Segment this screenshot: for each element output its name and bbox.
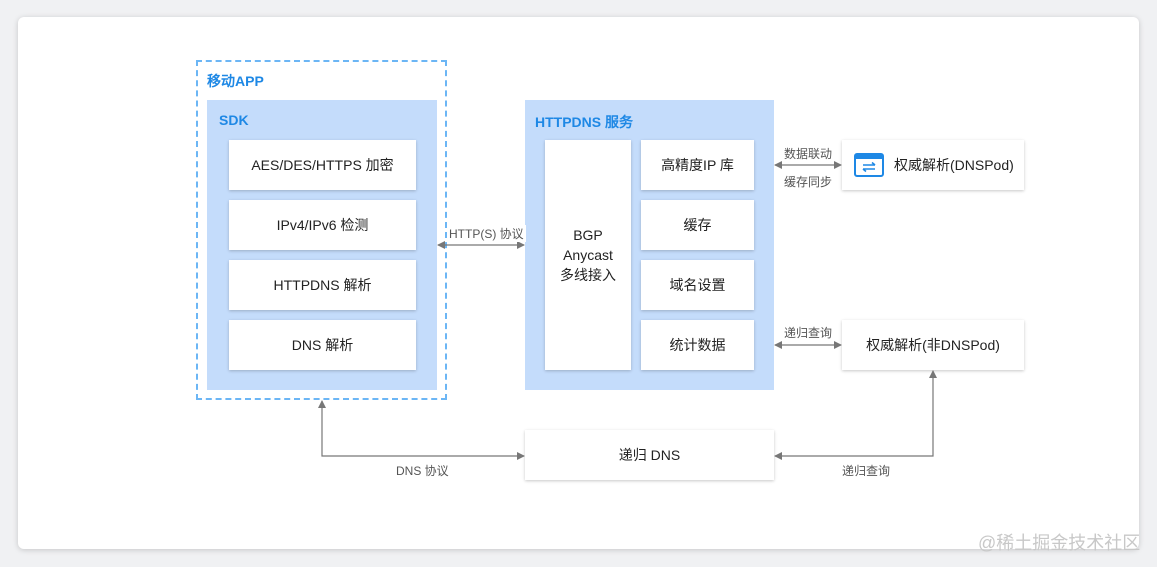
label-http-protocol: HTTP(S) 协议 <box>447 225 526 242</box>
label-dns-protocol: DNS 协议 <box>394 462 451 479</box>
sdk-item-encryption: AES/DES/HTTPS 加密 <box>229 140 416 190</box>
bgp-line-3: 多线接入 <box>560 267 616 283</box>
watermark: @稀土掘金技术社区 <box>978 533 1141 553</box>
mobile-app-title: 移动APP <box>207 73 264 89</box>
httpdns-title: HTTPDNS 服务 <box>535 114 633 130</box>
sdk-item-dns-resolve: DNS 解析 <box>229 320 416 370</box>
httpdns-item-domain-settings: 域名设置 <box>641 260 754 310</box>
bgp-anycast-box: BGP Anycast 多线接入 <box>545 140 631 370</box>
recursive-dns-box: 递归 DNS <box>525 430 774 480</box>
bgp-line-2: Anycast <box>563 247 613 263</box>
httpdns-item-ip-library: 高精度IP 库 <box>641 140 754 190</box>
sdk-title: SDK <box>219 112 249 128</box>
sdk-item-ip-detection: IPv4/IPv6 检测 <box>229 200 416 250</box>
dnspod-icon <box>854 153 884 177</box>
arrow-recursive-non-dnspod <box>774 370 937 460</box>
auth-dnspod-label: 权威解析(DNSPod) <box>894 157 1014 173</box>
label-cache-sync: 缓存同步 <box>782 173 835 190</box>
label-recursive-query-2: 递归查询 <box>840 462 893 479</box>
label-data-link: 数据联动 <box>782 145 835 162</box>
auth-non-dnspod-box: 权威解析(非DNSPod) <box>842 320 1024 370</box>
bgp-line-1: BGP <box>573 227 603 243</box>
auth-dnspod-box: 权威解析(DNSPod) <box>842 140 1024 190</box>
httpdns-item-statistics: 统计数据 <box>641 320 754 370</box>
label-recursive-query-1: 递归查询 <box>782 324 835 341</box>
mobile-app-container <box>196 60 447 400</box>
httpdns-item-cache: 缓存 <box>641 200 754 250</box>
arrow-mobile-recursive <box>318 400 525 460</box>
sdk-item-httpdns-resolve: HTTPDNS 解析 <box>229 260 416 310</box>
